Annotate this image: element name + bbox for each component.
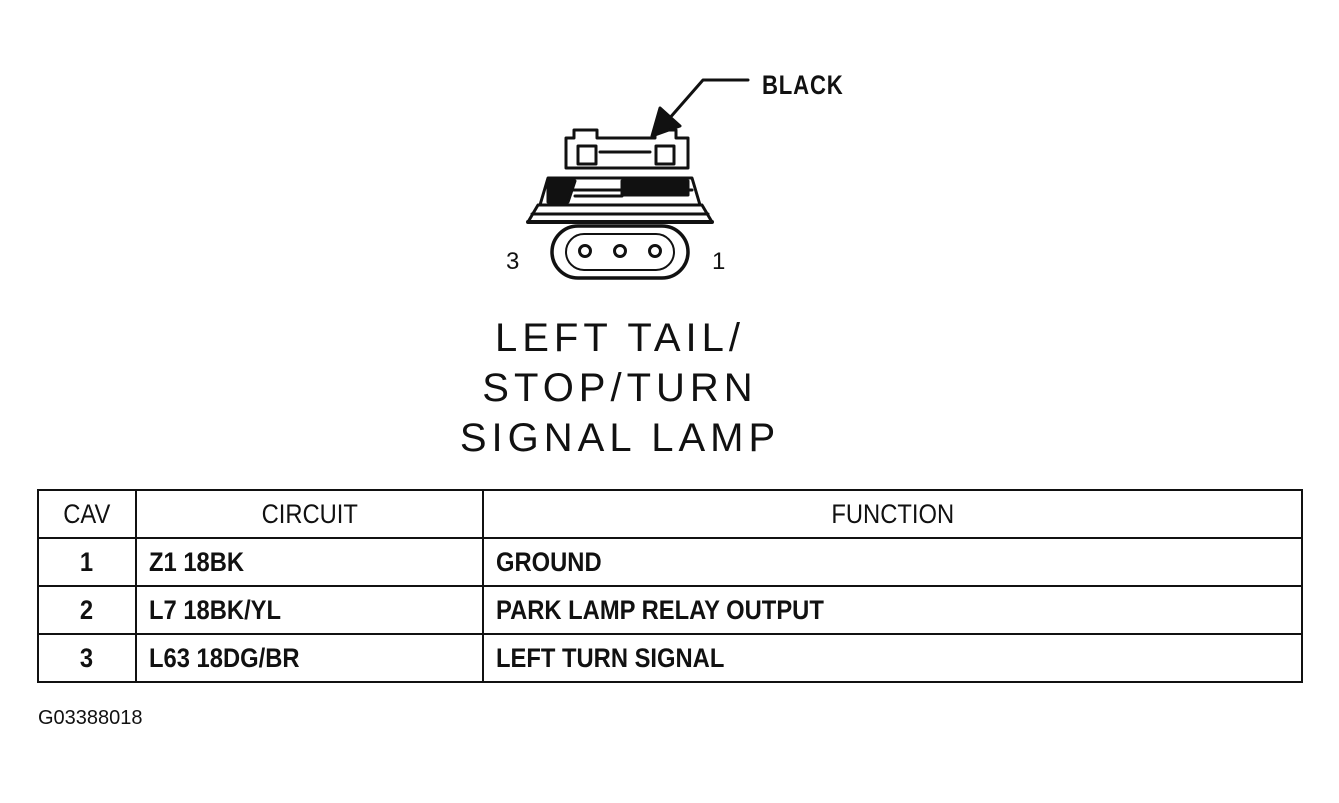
pin-3-label: 3 [506,248,520,275]
header-circuit: CIRCUIT [135,489,484,539]
figure-id: G03388018 [38,707,143,729]
cavity-1 [648,244,662,258]
table-row: 3 L63 18DG/BR LEFT TURN SIGNAL [37,633,1303,683]
color-callout-label: BLACK [762,70,844,100]
connector-latch [564,128,690,170]
cav-cell: 3 [37,633,137,683]
header-function: FUNCTION [482,489,1303,539]
function-cell: PARK LAMP RELAY OUTPUT [482,585,1303,635]
connector-face [550,224,690,280]
cavity-2 [613,244,627,258]
cavity-3 [578,244,592,258]
function-cell: GROUND [482,537,1303,587]
table-header-row: CAV CIRCUIT FUNCTION [37,489,1303,539]
circuit-cell: L7 18BK/YL [135,585,484,635]
pin-1-label: 1 [712,248,726,275]
cav-cell: 1 [37,537,137,587]
cav-cell: 2 [37,585,137,635]
table-row: 1 Z1 18BK GROUND [37,537,1303,587]
table-row: 2 L7 18BK/YL PARK LAMP RELAY OUTPUT [37,585,1303,635]
connector-title-line-3: SIGNAL LAMP [459,416,781,460]
header-cav: CAV [37,489,137,539]
connector-title-line-2: STOP/TURN [482,366,758,410]
circuit-cell: L63 18DG/BR [135,633,484,683]
callout-leader [666,78,750,122]
circuit-cell: Z1 18BK [135,537,484,587]
pinout-table: CAV CIRCUIT FUNCTION 1 Z1 18BK GROUND 2 … [37,489,1303,683]
function-cell: LEFT TURN SIGNAL [482,633,1303,683]
connector-title-line-1: LEFT TAIL/ [494,316,746,360]
